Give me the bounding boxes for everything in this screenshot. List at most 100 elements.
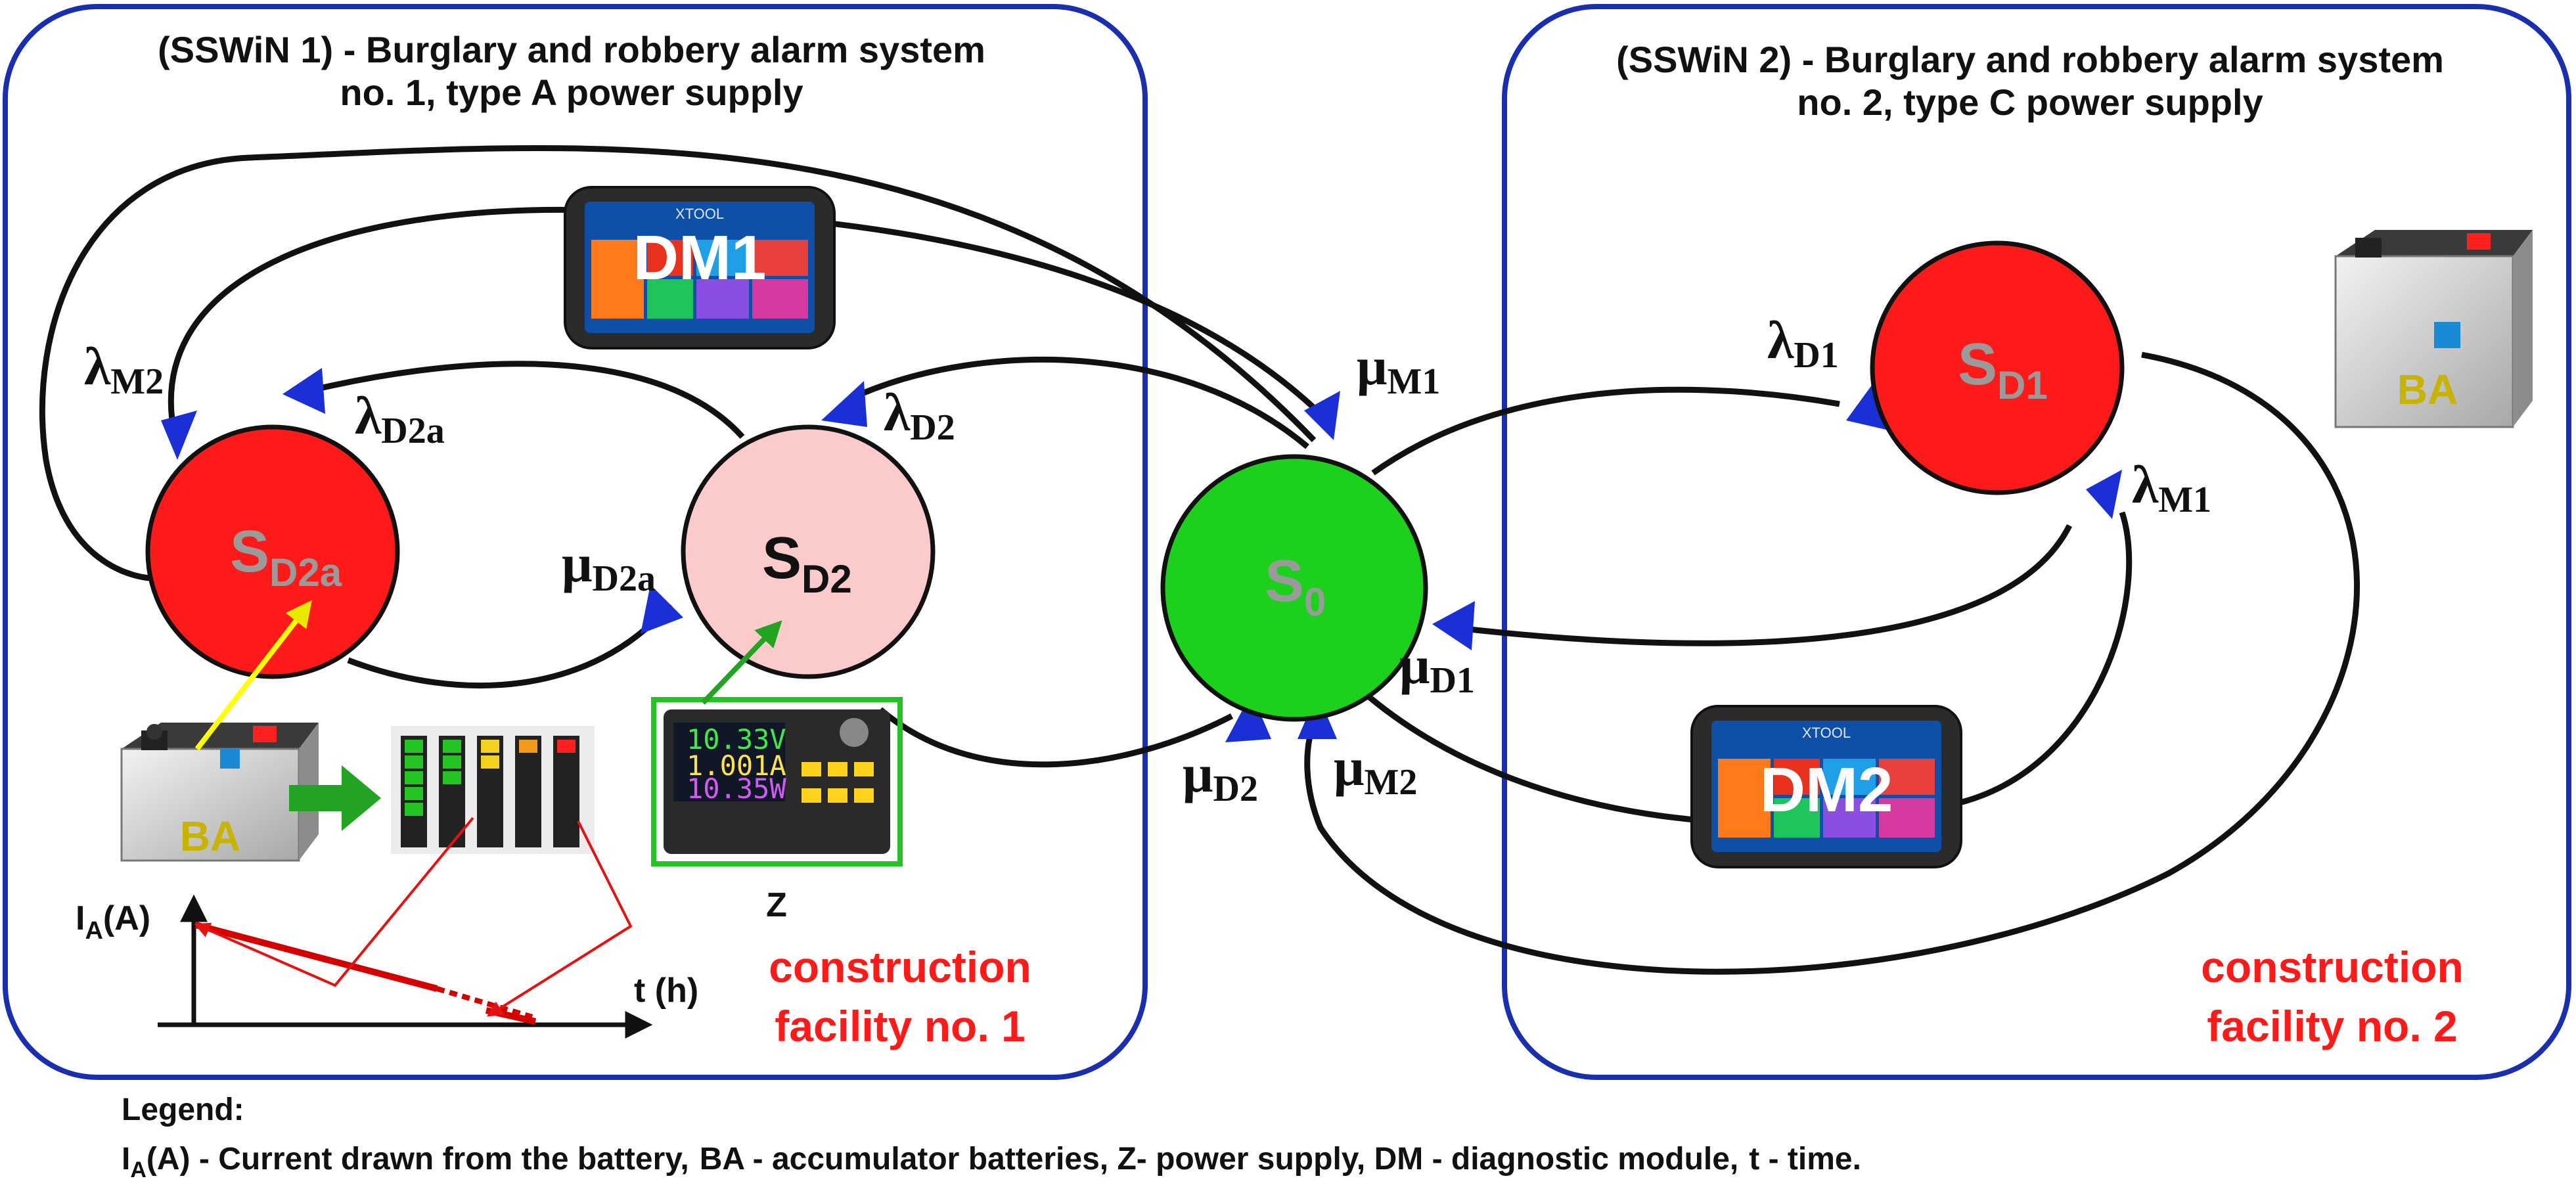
panel-2-title-line-2: no. 2, type C power supply: [1797, 81, 2263, 123]
graph-y-label-sub: A: [85, 917, 102, 945]
lcd-current: 1.001A: [687, 750, 786, 782]
power-supply-z: 10.33V 1.001A 10.35W Z: [651, 697, 903, 924]
legend: Legend: IA(A) - Current drawn from the b…: [122, 1092, 1861, 1182]
state-sd2a: SD2a: [145, 424, 400, 679]
svg-text:SD1: SD1: [1958, 332, 2048, 407]
state-sd2-letter: S: [762, 526, 802, 591]
label-mu-m2-sub: M2: [1365, 762, 1418, 803]
panel-sswin-1: [3, 4, 1148, 1080]
legend-t-desc: t - time.: [1749, 1142, 1861, 1177]
yellow-arrow: [194, 600, 312, 751]
lcd-voltage: 10.33V: [687, 723, 786, 755]
state-sd1: SD1: [1870, 240, 2125, 495]
label-mu-d2a-sub: D2a: [593, 558, 656, 599]
state-sd2-circle: [681, 424, 936, 679]
current-graph: IA(A) t (h): [76, 817, 698, 1039]
svg-text:μM1: μM1: [1357, 336, 1440, 402]
label-mu-m1-sub: M1: [1388, 361, 1441, 402]
edge-lambda-m2: [39, 145, 1317, 581]
svg-text:λM2: λM2: [84, 336, 164, 402]
edge-mu-d2: [878, 707, 1234, 768]
red-connector-2: [486, 820, 633, 1017]
lcd-power: 10.35W: [687, 773, 786, 805]
edge-lambda-m2-head: [203, 177, 256, 447]
facility-2-line-2: facility no. 2: [2207, 1002, 2457, 1050]
state-sd2a-letter: S: [230, 519, 269, 585]
svg-text:λD2: λD2: [884, 382, 955, 448]
label-mu-m2-sym: μ: [1334, 737, 1365, 797]
svg-text:λD1: λD1: [1767, 310, 1839, 376]
svg-text:μM2: μM2: [1334, 737, 1417, 803]
graph-current-dotted: [436, 986, 533, 1020]
arrowhead-lambda-m1: [2086, 470, 2122, 519]
label-mu-d1-sub: D1: [1430, 660, 1475, 701]
dm2-label: DM2: [1760, 755, 1893, 825]
arrowhead-mu-d1: [1432, 601, 1475, 650]
state-s0-sub: 0: [1304, 580, 1326, 624]
svg-text:μD2a: μD2a: [562, 533, 656, 599]
graph-y-label-unit: (A): [103, 899, 150, 937]
state-sd2a-sub: D2a: [269, 550, 342, 594]
label-lambda-d1-sym: λ: [1767, 310, 1794, 370]
label-lambda-d2-sym: λ: [884, 382, 911, 442]
label-mu-m1-sym: μ: [1357, 336, 1388, 396]
svg-text:μD1: μD1: [1399, 635, 1475, 701]
svg-text:μD2: μD2: [1183, 744, 1258, 809]
state-sd1-circle: [1870, 240, 2125, 495]
transition-labels: λM2 λD2a λD2 μD2a μM1 μD2 μD1 μM2 λD1 λM…: [84, 310, 2211, 809]
svg-text:SD2: SD2: [762, 526, 852, 601]
label-lambda-d1-sub: D1: [1794, 335, 1838, 376]
label-lambda-m1-sym: λ: [2132, 455, 2159, 514]
svg-text:SD2a: SD2a: [230, 519, 342, 594]
label-lambda-d2a-sym: λ: [355, 386, 382, 445]
arrowhead-mu-d2a: [641, 585, 683, 634]
svg-text:λM1: λM1: [2132, 455, 2211, 520]
label-mu-d1-sym: μ: [1399, 635, 1430, 695]
state-s0-circle: [1160, 454, 1428, 722]
legend-heading: Legend:: [122, 1092, 244, 1127]
label-lambda-d2-sub: D2: [910, 407, 955, 448]
svg-text:IA(A): IA(A): [76, 899, 150, 945]
arrowheads: [161, 368, 2122, 742]
state-sd1-letter: S: [1958, 332, 1997, 397]
edge-lambda-d2a: [307, 361, 745, 439]
power-supply-label: Z: [766, 886, 787, 924]
label-mu-d2a-sym: μ: [562, 533, 593, 593]
svg-text:IA(A) - Current drawn from the: IA(A) - Current drawn from the battery,B…: [122, 1142, 1861, 1182]
diagnostic-module-dm1: XTOOL DM1: [564, 186, 836, 349]
diagnostic-module-dm2: XTOOL DM2: [1690, 705, 1962, 868]
edge-lambda-d1: [1371, 386, 1840, 476]
dm1-brand: XTOOL: [675, 206, 724, 222]
edge-mu-m2: [1304, 351, 2360, 975]
label-lambda-m2-sub: M2: [110, 361, 164, 402]
legend-i-sub: A: [130, 1157, 147, 1182]
edge-mu-d1: [1451, 524, 2073, 646]
panel-1-title-line-1: (SSWiN 1) - Burglary and robbery alarm s…: [158, 29, 985, 70]
edge-mu-d2a: [347, 602, 673, 689]
battery-left: BA: [120, 723, 319, 862]
state-sd2a-circle: [145, 424, 400, 679]
state-sd1-sub: D1: [1997, 363, 2048, 407]
edge-lambda-d2: [859, 357, 1309, 449]
arrowhead-lambda-d2a: [282, 368, 325, 414]
graph-current-line: [194, 922, 438, 992]
panel-sswin-2: [1502, 4, 2571, 1080]
label-lambda-m2-sym: λ: [84, 336, 111, 396]
facility-2-line-1: construction: [2201, 943, 2464, 991]
state-s0: S0: [1160, 454, 1428, 722]
dm2-brand: XTOOL: [1802, 725, 1851, 741]
arrowhead-mu-m1: [1304, 391, 1340, 440]
graph-y-label: I: [76, 899, 85, 937]
legend-ba-desc: BA - accumulator batteries, Z- power sup…: [700, 1142, 1739, 1177]
svg-text:S0: S0: [1265, 549, 1326, 624]
legend-i-desc: (A) - Current drawn from the battery,: [147, 1142, 689, 1177]
state-sd2: SD2: [681, 424, 936, 679]
panel-2-title-line-1: (SSWiN 2) - Burglary and robbery alarm s…: [1616, 39, 2444, 80]
dm1-label: DM1: [633, 223, 767, 293]
green-arrow-icon: [289, 765, 381, 831]
battery-right: BA: [2334, 230, 2533, 428]
facility-1-line-1: construction: [769, 943, 1031, 991]
label-lambda-d2a-sub: D2a: [381, 411, 444, 451]
graph-x-label: t (h): [634, 972, 698, 1010]
